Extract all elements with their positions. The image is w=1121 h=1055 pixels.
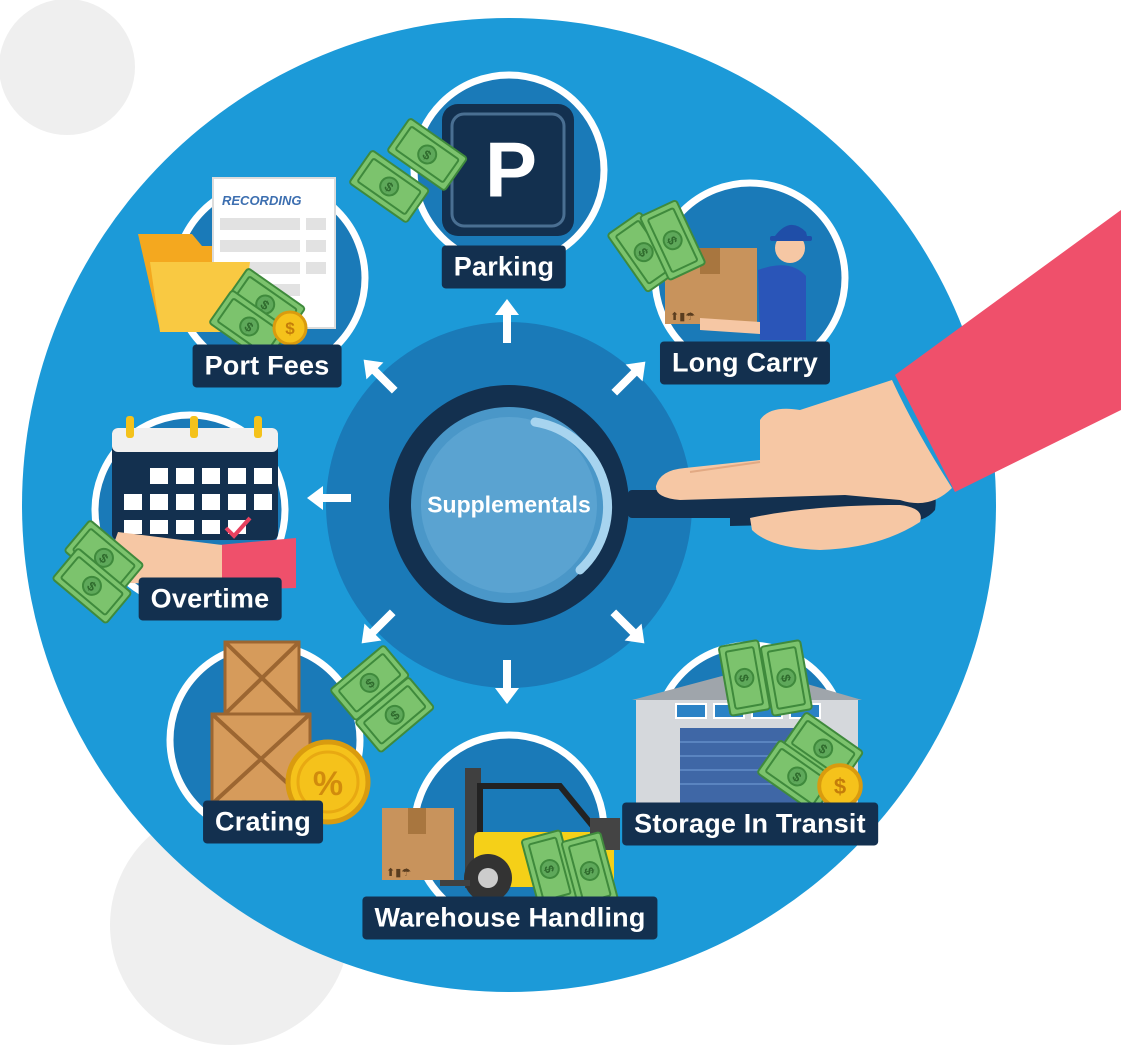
svg-text:⬆▮☂: ⬆▮☂	[386, 867, 411, 879]
label-parking: Parking	[441, 245, 567, 289]
magnifying-glass-icon	[389, 385, 936, 625]
recording-text: RECORDING	[222, 193, 302, 208]
svg-text:⬆▮☂: ⬆▮☂	[670, 311, 695, 323]
label-port-fees: Port Fees	[192, 344, 342, 388]
warehouse-icon	[632, 639, 865, 839]
label-overtime: Overtime	[138, 577, 282, 621]
center-label: Supplementals	[427, 491, 591, 518]
parking-sign-icon	[348, 71, 608, 269]
parking-letter: P	[484, 125, 538, 214]
label-crating: Crating	[203, 800, 323, 844]
svg-text:%: %	[313, 765, 343, 803]
background-blob	[0, 0, 135, 135]
label-warehouse-handling: Warehouse Handling	[362, 896, 658, 940]
label-storage-in-transit: Storage In Transit	[622, 802, 878, 846]
hand-icon	[655, 210, 1121, 550]
label-long-carry: Long Carry	[659, 341, 831, 385]
calendar-icon	[51, 411, 296, 625]
wooden-crates-icon: %	[166, 640, 436, 839]
document-folder-icon	[138, 177, 369, 377]
